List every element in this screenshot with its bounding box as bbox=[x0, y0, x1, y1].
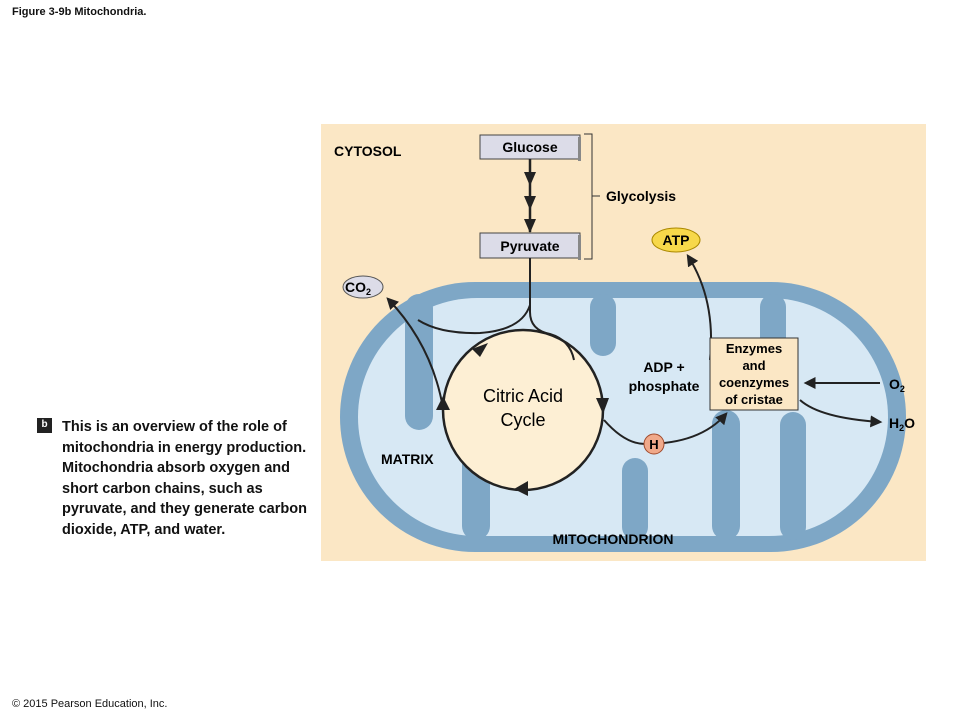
enzymes-label-2: and bbox=[742, 358, 765, 373]
adp-label: ADP + bbox=[643, 359, 684, 375]
enzymes-label-4: of cristae bbox=[725, 392, 783, 407]
o2-label: O2 bbox=[889, 376, 905, 394]
co2-arrow-path bbox=[386, 297, 444, 409]
mitochondrion-label: MITOCHONDRION bbox=[552, 531, 673, 547]
pyruvate-label: Pyruvate bbox=[500, 238, 559, 254]
cytosol-label: CYTOSOL bbox=[334, 143, 402, 159]
enzymes-box bbox=[709, 337, 799, 411]
copyright-notice: © 2015 Pearson Education, Inc. bbox=[12, 698, 168, 710]
glucose-label: Glucose bbox=[502, 139, 557, 155]
matrix-label: MATRIX bbox=[381, 451, 434, 467]
cycle-label: Cycle bbox=[500, 410, 545, 430]
atp-label: ATP bbox=[663, 232, 690, 248]
h2o-arrow bbox=[799, 399, 883, 428]
glycolysis-arrowhead-1 bbox=[524, 172, 536, 186]
glycolysis-arrowhead-3 bbox=[524, 219, 536, 233]
cycle-arrow-right bbox=[596, 398, 609, 414]
h-circle bbox=[643, 433, 665, 455]
glycolysis-arrowhead-2 bbox=[524, 196, 536, 210]
caption-text: This is an overview of the role of mitoc… bbox=[62, 419, 307, 538]
enzymes-label-3: coenzymes bbox=[719, 375, 789, 390]
panel-badge: b bbox=[37, 418, 52, 433]
atp-oval bbox=[651, 227, 701, 253]
glycolysis-bracket bbox=[584, 133, 600, 260]
pyruvate-to-co2-path bbox=[417, 304, 531, 335]
glycolysis-label: Glycolysis bbox=[606, 188, 676, 204]
h-label: H bbox=[649, 437, 658, 452]
figure-title: Figure 3-9b Mitochondria. bbox=[12, 6, 147, 18]
pyruvate-entry-path bbox=[529, 258, 575, 361]
phosphate-label: phosphate bbox=[629, 378, 700, 394]
co2-label: CO2 bbox=[345, 279, 371, 297]
citric-acid-label: Citric Acid bbox=[483, 386, 563, 406]
cycle-arrow-bottom bbox=[514, 481, 528, 496]
co2-oval bbox=[342, 275, 384, 299]
cycle-arrow-top bbox=[472, 343, 488, 357]
h2o-label: H2O bbox=[889, 415, 915, 433]
enzymes-label-1: Enzymes bbox=[726, 341, 782, 356]
